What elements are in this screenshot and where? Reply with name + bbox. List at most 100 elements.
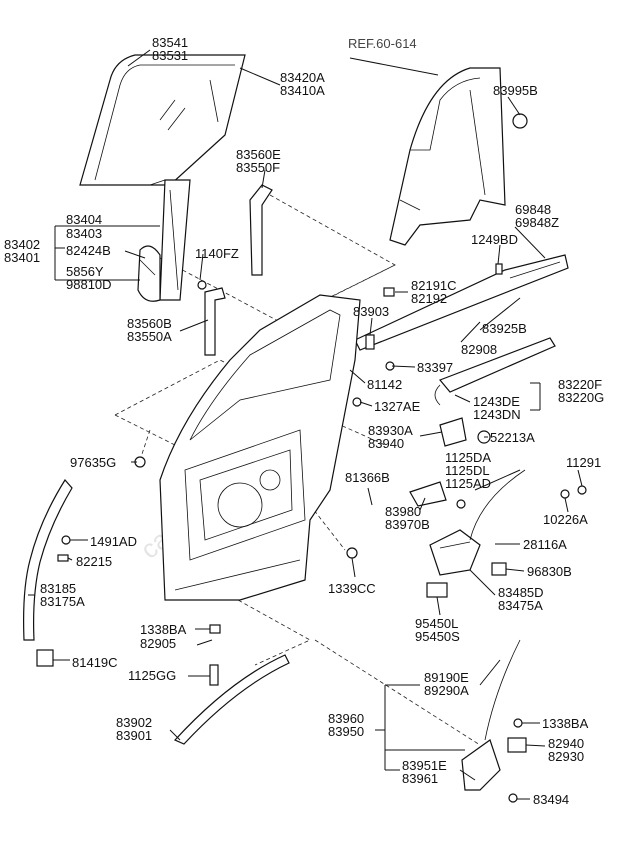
part-number: 1243DN [473,407,521,422]
lower-guide-strip [173,654,290,745]
latch-assemblies [409,417,527,791]
part-label: 1339CC [328,581,376,596]
leader-lines [28,49,583,800]
part-number: 81366B [345,470,390,485]
part-number: 83902 [116,715,152,730]
part-number: 82940 [548,736,584,751]
part-number: 69848 [515,202,551,217]
part-label: 83995B [493,83,538,98]
ref-label: REF.60-614 [348,36,417,51]
part-number: 1125DA [445,450,491,465]
lower-rail [434,337,556,406]
part-label: 83397 [417,360,453,375]
part-number: 52213A [490,430,535,445]
part-number: 82191C [411,278,457,293]
part-label: 52213A [490,430,535,445]
part-number: 1249BD [471,232,518,247]
part-number: 83560B [127,316,172,331]
door-glass [79,54,246,186]
part-number: 83550A [127,329,172,344]
part-number: 97635G [70,455,116,470]
part-number: 10226A [543,512,588,527]
part-number: 96830B [527,564,572,579]
part-number: 83980 [385,504,421,519]
part-number: 83531 [152,48,188,63]
part-label: 81366B [345,470,390,485]
part-label: 82908 [461,342,497,357]
part-label: 97635G [70,455,116,470]
part-label: 1249BD [471,232,518,247]
part-number: 69848Z [515,215,559,230]
part-number: 82192 [411,291,447,306]
part-number: 95450S [415,629,460,644]
part-number: 5856Y [66,264,104,279]
part-number: 83925B [482,321,527,336]
part-number: 1125GG [128,668,176,683]
part-label: 1491AD [90,534,137,549]
part-label: 81142 [367,377,402,392]
part-label: 82424B [66,243,111,258]
part-number: 83185 [40,581,76,596]
part-number: 83402 [4,237,40,252]
part-number: 1338BA [140,622,187,637]
part-number: 83970B [385,517,430,532]
part-number: 89190E [424,670,469,685]
part-number: 83420A [280,70,325,85]
part-number: 82215 [76,554,112,569]
part-label: 83925B [482,321,527,336]
part-number: 83220G [558,390,604,405]
body-pillar-reference [389,67,528,246]
part-number: 83961 [402,771,438,786]
part-number: 83541 [152,35,188,50]
part-number: 1327AE [374,399,421,414]
part-number: 89290A [424,683,469,698]
part-number: 28116A [523,537,567,552]
part-number: 83475A [498,598,543,613]
part-number: 83901 [116,728,152,743]
part-label: 96830B [527,564,572,579]
part-number: 1243DE [473,394,520,409]
part-number: 11291 [566,455,601,470]
part-label: 1338BA [542,716,589,731]
part-number: 1125DL [445,463,490,478]
part-number: 83550F [236,160,280,175]
part-number: 83485D [498,585,544,600]
part-number: 82930 [548,749,584,764]
part-number: 83410A [280,83,325,98]
part-number: 83397 [417,360,453,375]
part-number: 1125AD [445,476,491,491]
part-number: 81142 [367,377,402,392]
part-number: 83220F [558,377,602,392]
weatherstrip [23,478,73,667]
part-number: 1339CC [328,581,376,596]
part-number: 83930A [368,423,413,438]
upper-rail [354,254,569,351]
part-label: 82215 [76,554,112,569]
part-number: 82905 [140,636,176,651]
part-number: 1338BA [542,716,589,731]
part-number: 81419C [72,655,118,670]
part-number: 83995B [493,83,538,98]
part-label: 83494 [533,792,569,807]
part-number: 82908 [461,342,497,357]
